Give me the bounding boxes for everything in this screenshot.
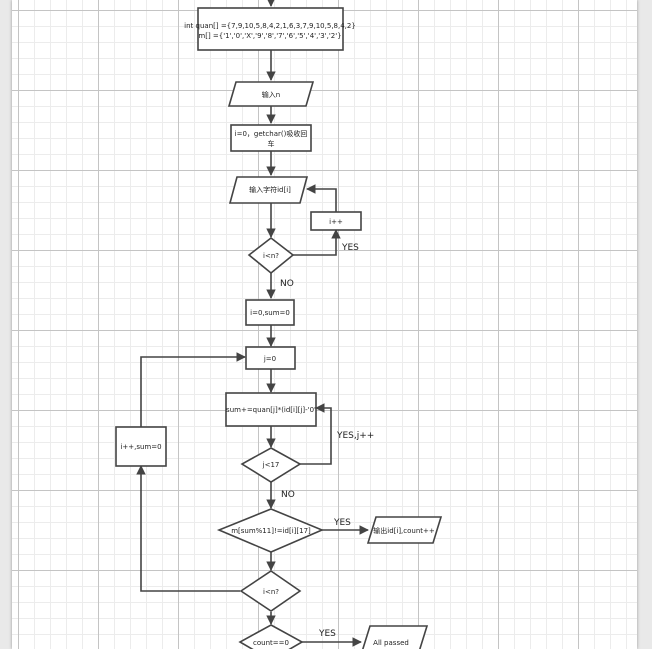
decision-diamond bbox=[247, 236, 295, 275]
node-cond-j-label: j<17 bbox=[262, 461, 280, 469]
node-next-row-label: i++,sum=0 bbox=[120, 443, 161, 451]
decision-diamond bbox=[216, 508, 325, 553]
node-cond-i-lt-n-2: i<n? bbox=[239, 570, 302, 612]
io-parallelogram bbox=[362, 625, 429, 649]
node-output-id: 输出id[i],count++ bbox=[366, 516, 443, 544]
edge-label-yes-check: YES bbox=[333, 518, 351, 528]
edge-label-yes-j: YES,j++ bbox=[336, 431, 374, 441]
node-init-j-label: j=0 bbox=[263, 355, 276, 363]
node-cond-i-lt-n: i<n? bbox=[247, 236, 295, 275]
process-box bbox=[245, 299, 295, 326]
edge-cond-yes-to-inc bbox=[293, 229, 341, 256]
node-init-sum-label: i=0,sum=0 bbox=[250, 309, 290, 317]
node-cond-i-lt-n-2-label: i<n? bbox=[263, 588, 279, 596]
node-init-i: i=0，getchar()吸收回 车 bbox=[230, 124, 312, 152]
node-check: m[sum%11]!=id[i][17] bbox=[216, 508, 325, 553]
node-input-id: 输入字符id[i] bbox=[228, 176, 309, 204]
edge-labels: YES NO YES,j++ NO YES YES bbox=[280, 243, 374, 639]
edge-label-yes-count: YES bbox=[318, 629, 336, 639]
node-init-i-line2: 车 bbox=[268, 139, 275, 148]
node-input-n: 输入n bbox=[227, 81, 315, 107]
process-box bbox=[225, 392, 317, 427]
edge-cond-i2-to-next-row bbox=[136, 465, 240, 592]
process-box bbox=[230, 124, 312, 152]
io-parallelogram bbox=[227, 81, 315, 107]
node-init-sum: i=0,sum=0 bbox=[245, 299, 295, 326]
diagram-page bbox=[12, 0, 637, 649]
process-box bbox=[245, 346, 296, 370]
node-init-line1: int quan[] ={7,9,10,5,8,4,2,1,6,3,7,9,10… bbox=[184, 22, 356, 30]
node-init-arrays: int quan[] ={7,9,10,5,8,4,2,1,6,3,7,9,10… bbox=[184, 7, 356, 51]
node-init-j: j=0 bbox=[245, 346, 296, 370]
node-cond-count: count==0 bbox=[238, 624, 304, 649]
edges bbox=[136, 0, 369, 647]
node-cond-count-label: count==0 bbox=[253, 639, 289, 647]
node-next-row: i++,sum=0 bbox=[115, 426, 167, 467]
node-accum: sum+=quan[j]*(id[i][j]-'0' bbox=[225, 392, 317, 427]
io-parallelogram bbox=[366, 516, 443, 544]
node-input-n-label: 输入n bbox=[262, 90, 280, 99]
node-all-passed: All passed bbox=[362, 625, 429, 649]
node-accum-label: sum+=quan[j]*(id[i][j]-'0' bbox=[226, 406, 316, 414]
edge-cond-j-yes-loop bbox=[300, 403, 332, 465]
decision-diamond bbox=[239, 570, 302, 612]
node-cond-j: j<17 bbox=[240, 447, 302, 483]
node-inc-i-label: i++ bbox=[329, 218, 343, 226]
node-init-line2: m[] ={'1','0','X','9','8','7','6','5','4… bbox=[198, 32, 341, 40]
node-output-id-label: 输出id[i],count++ bbox=[373, 526, 435, 535]
process-box bbox=[310, 211, 362, 231]
node-input-id-label: 输入字符id[i] bbox=[249, 185, 291, 194]
node-init-i-line1: i=0，getchar()吸收回 bbox=[235, 129, 308, 138]
process-box bbox=[115, 426, 167, 467]
edge-label-no-j: NO bbox=[281, 490, 295, 500]
edge-next-row-to-init-j bbox=[140, 352, 246, 427]
node-cond-i-lt-n-label: i<n? bbox=[263, 252, 279, 260]
decision-diamond bbox=[238, 624, 304, 649]
edge-label-yes-input: YES bbox=[341, 243, 359, 253]
decision-diamond bbox=[240, 447, 302, 483]
io-parallelogram bbox=[228, 176, 309, 204]
node-inc-i: i++ bbox=[310, 211, 362, 231]
node-all-passed-label: All passed bbox=[373, 639, 409, 647]
process-box bbox=[197, 7, 344, 51]
edge-inc-to-input-id bbox=[306, 184, 337, 212]
edge-label-no-input: NO bbox=[280, 279, 294, 289]
node-check-label: m[sum%11]!=id[i][17] bbox=[231, 527, 311, 535]
